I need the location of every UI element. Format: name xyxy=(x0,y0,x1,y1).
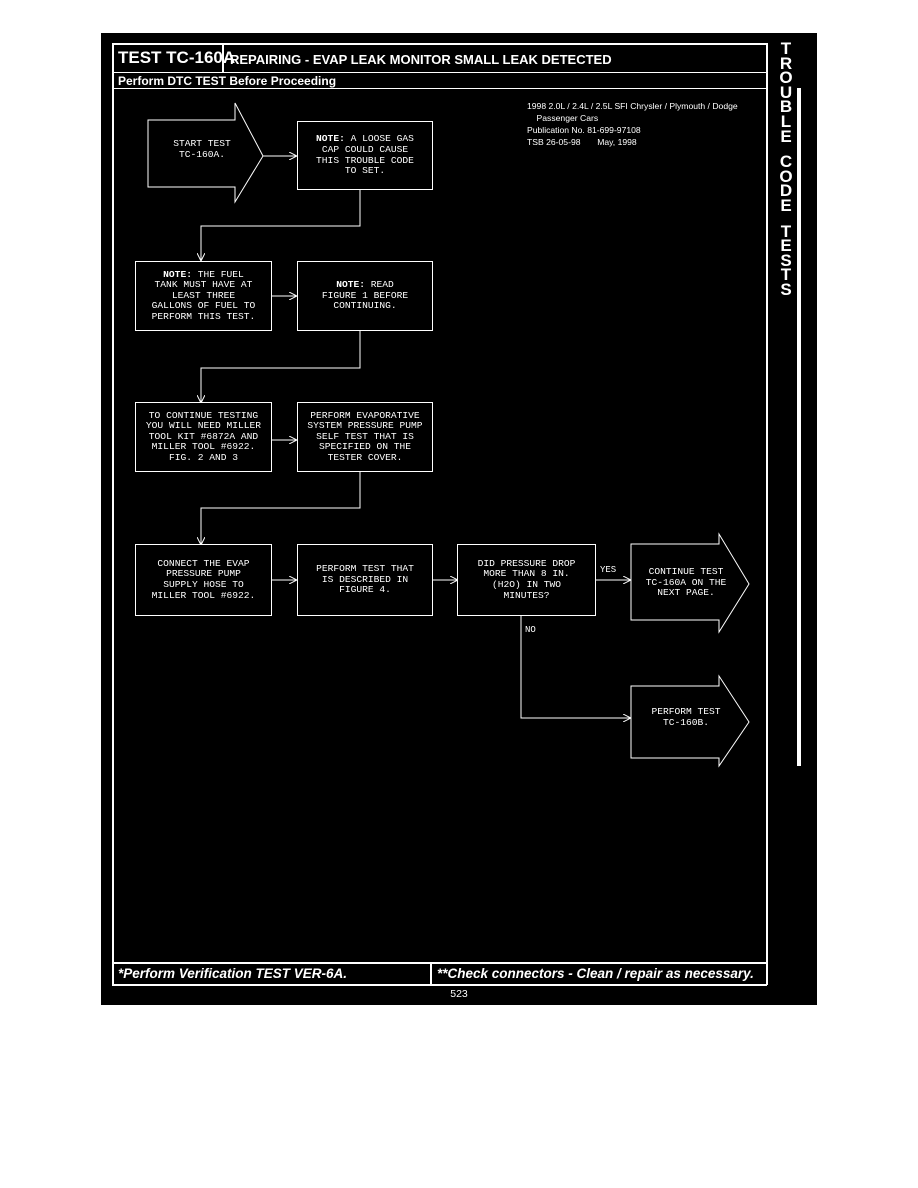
side-tab-letter: E xyxy=(780,126,792,146)
note1-text: A LOOSE GAS CAP COULD CAUSE THIS TROUBLE… xyxy=(316,133,414,177)
step4-text: PERFORM TEST THAT IS DESCRIBED IN FIGURE… xyxy=(316,563,414,596)
test-id: TEST TC-160A xyxy=(118,48,236,67)
no-label: NO xyxy=(525,625,536,635)
side-tab-letter: B xyxy=(779,97,793,117)
decision-text: DID PRESSURE DROP MORE THAN 8 IN. (H2O) … xyxy=(477,557,576,601)
page-subtitle: Perform DTC TEST Before Proceeding xyxy=(118,74,337,88)
info-line-4: TSB 26-05-98 May, 1998 xyxy=(527,137,637,147)
decision-pressure-drop: DID PRESSURE DROP MORE THAN 8 IN. (H2O) … xyxy=(457,544,596,616)
step-miller-tool-kit: TO CONTINUE TESTING YOU WILL NEED MILLER… xyxy=(135,402,272,472)
subtitle-bottom-rule xyxy=(112,88,767,89)
side-tab-letter: L xyxy=(780,111,792,131)
side-tab-letter: E xyxy=(780,236,792,256)
side-tab-letter: O xyxy=(779,68,793,88)
no-result-node: PERFORM TEST TC-160B. xyxy=(651,706,721,728)
footer-left: *Perform Verification TEST VER-6A. xyxy=(118,966,348,981)
info-line-3: Publication No. 81-699-97108 xyxy=(527,125,641,135)
yes-result-arrow-shape xyxy=(630,532,750,634)
header-top-rule xyxy=(112,43,767,45)
side-tab-letter: T xyxy=(780,265,792,285)
footer-divider xyxy=(430,962,432,986)
note2-bold: NOTE: xyxy=(163,268,192,280)
step-pump-self-test: PERFORM EVAPORATIVE SYSTEM PRESSURE PUMP… xyxy=(297,402,433,472)
footer-right: **Check connectors - Clean / repair as n… xyxy=(437,966,754,981)
side-tab-bar xyxy=(797,88,801,766)
frame-left-rule xyxy=(112,43,114,985)
yes-label: YES xyxy=(600,565,617,575)
step2-text: PERFORM EVAPORATIVE SYSTEM PRESSURE PUMP… xyxy=(307,409,423,463)
side-tab-letter: S xyxy=(780,250,792,270)
info-line-1: 1998 2.0L / 2.4L / 2.5L SFI Chrysler / P… xyxy=(527,101,738,111)
step-perform-figure-4: PERFORM TEST THAT IS DESCRIBED IN FIGURE… xyxy=(297,544,433,616)
start-test-node: START TEST TC-160A. xyxy=(173,138,231,160)
side-tab-letter: E xyxy=(780,195,792,215)
page-number: 523 xyxy=(450,988,468,1000)
yes-result-node: CONTINUE TEST TC-160A ON THE NEXT PAGE. xyxy=(645,566,727,599)
note-fuel-tank: NOTE: THE FUEL TANK MUST HAVE AT LEAST T… xyxy=(135,261,272,331)
footer-top-rule xyxy=(112,962,767,964)
header-bottom-rule xyxy=(112,72,767,73)
side-tab-letter: R xyxy=(779,53,793,73)
note2-text: THE FUEL TANK MUST HAVE AT LEAST THREE G… xyxy=(151,268,256,322)
publication-info: 1998 2.0L / 2.4L / 2.5L SFI Chrysler / P… xyxy=(527,100,738,148)
note-loose-gas-cap: NOTE: A LOOSE GAS CAP COULD CAUSE THIS T… xyxy=(297,121,433,190)
note1-bold: NOTE: xyxy=(316,133,345,145)
side-tab-letter: C xyxy=(779,152,793,172)
note3-text: READ FIGURE 1 BEFORE CONTINUING. xyxy=(321,279,409,312)
step3-text: CONNECT THE EVAP PRESSURE PUMP SUPPLY HO… xyxy=(151,557,256,601)
test-id-divider xyxy=(222,43,224,73)
note3-bold: NOTE: xyxy=(336,279,365,291)
page-title: REPAIRING - EVAP LEAK MONITOR SMALL LEAK… xyxy=(230,52,612,67)
no-result-arrow-shape xyxy=(630,674,750,768)
side-tab-letter: D xyxy=(779,181,793,201)
note-read-figure-1: NOTE: READ FIGURE 1 BEFORE CONTINUING. xyxy=(297,261,433,331)
step-connect-hose: CONNECT THE EVAP PRESSURE PUMP SUPPLY HO… xyxy=(135,544,272,616)
frame-right-rule xyxy=(766,43,768,985)
side-tab-letter: S xyxy=(780,279,792,299)
page-sheet xyxy=(101,33,817,1005)
footer-bottom-rule xyxy=(112,984,767,986)
start-arrow-shape xyxy=(147,102,264,204)
side-tab-letter: U xyxy=(779,82,793,102)
side-tab-letter: T xyxy=(780,221,792,241)
step1-text: TO CONTINUE TESTING YOU WILL NEED MILLER… xyxy=(145,409,262,463)
side-tab-letter: T xyxy=(780,39,792,58)
info-line-2: Passenger Cars xyxy=(527,113,599,123)
side-tab-letter: O xyxy=(779,166,793,186)
